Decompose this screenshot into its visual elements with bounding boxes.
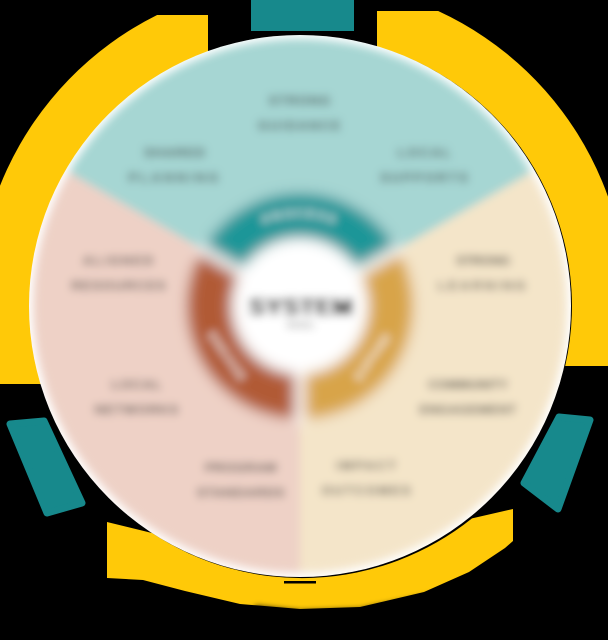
svg-text:LOCAL: LOCAL [111,377,162,392]
svg-text:SYSTEM: SYSTEM [248,294,353,321]
svg-text:ALIGNED: ALIGNED [83,253,156,268]
svg-text:RESOURCES: RESOURCES [71,278,167,293]
svg-text:PLANNING: PLANNING [128,170,221,185]
svg-text:PROGRAM: PROGRAM [205,460,278,475]
svg-text:NETWORKS: NETWORKS [95,402,180,417]
svg-text:LOCAL: LOCAL [398,145,453,160]
svg-text:LEARNING: LEARNING [438,278,529,293]
svg-text:OUTCOMES: OUTCOMES [321,483,412,498]
svg-text:SYSTEM: SYSTEM [250,294,355,321]
svg-text:STANDARDS: STANDARDS [197,485,286,500]
svg-text:WHEEL: WHEEL [287,321,316,330]
svg-text:SHARED: SHARED [144,145,206,160]
svg-text:COMMUNITY: COMMUNITY [428,377,508,392]
svg-text:STRONG: STRONG [269,93,332,108]
svg-text:GUIDANCE: GUIDANCE [258,118,342,133]
svg-text:STRONG: STRONG [456,253,511,268]
svg-text:SUPPORTS: SUPPORTS [380,170,470,185]
svg-text:IMPACT: IMPACT [336,458,398,473]
svg-text:PROCESS: PROCESS [260,206,340,227]
svg-text:ENGAGEMENT: ENGAGEMENT [419,402,517,417]
